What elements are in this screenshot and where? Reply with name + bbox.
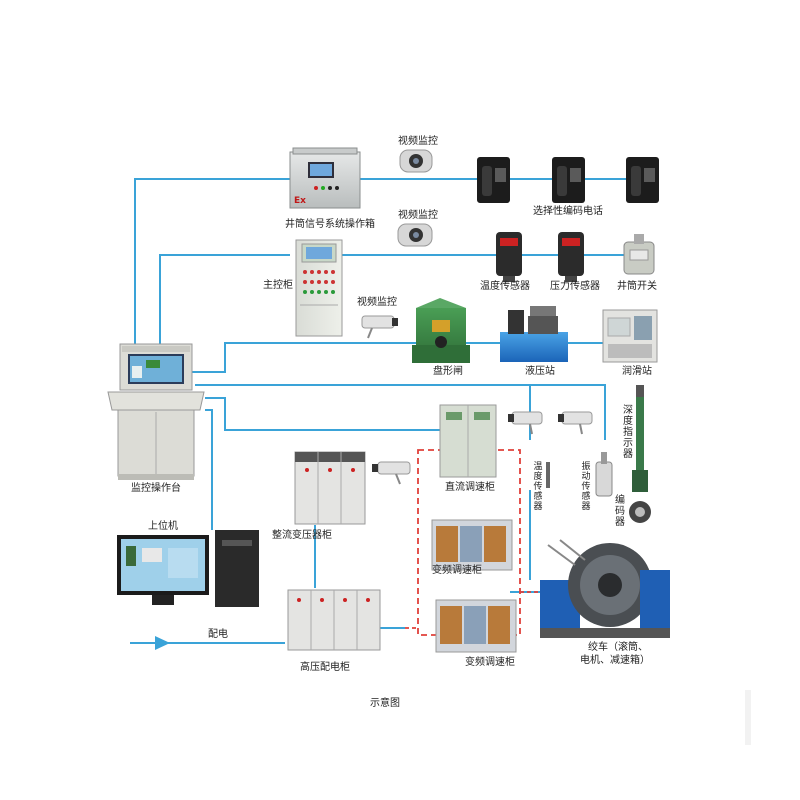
- label-dc-speed-cabinet: 直流调速柜: [445, 482, 495, 493]
- camera-bullet-4: [558, 411, 593, 435]
- camera-dome-1: [399, 149, 433, 173]
- shaft-signal-box: Ex: [289, 147, 361, 209]
- encoder-device: [629, 501, 651, 523]
- lube-station-device: [602, 309, 658, 363]
- caption: 示意图: [370, 698, 400, 709]
- power-arrow: [155, 636, 170, 650]
- dc-speed-cabinet-device: [439, 404, 497, 478]
- label-depth-indicator: 深度指示器: [623, 405, 633, 460]
- vfd-cabinet-2-device: [435, 599, 517, 653]
- label-shaft-switch: 井筒开关: [617, 281, 657, 292]
- phone-2: [552, 157, 585, 203]
- label-selective-phone: 选择性编码电话: [533, 206, 603, 217]
- temp-sensor-probe: [546, 462, 550, 488]
- vibration-sensor-probe: [595, 452, 613, 497]
- label-temp-sensor: 温度传感器: [480, 281, 530, 292]
- camera-dome-2: [397, 223, 433, 247]
- label-vibration-sensor-vertical: 振动传感器: [581, 462, 591, 512]
- label-winch-line1: 绞车（滚筒、: [588, 642, 648, 653]
- pressure-sensor-device: [558, 232, 584, 282]
- camera-bullet-1: [361, 315, 398, 339]
- hydraulic-station-device: [500, 306, 568, 362]
- disc-brake-device: [412, 298, 470, 363]
- label-monitor-console: 监控操作台: [131, 483, 181, 494]
- label-pressure-sensor: 压力传感器: [550, 281, 600, 292]
- label-encoder: 编码器: [615, 495, 625, 528]
- svg-text:Ex: Ex: [294, 196, 306, 206]
- label-video-monitor-3: 视频监控: [357, 297, 397, 308]
- label-video-monitor-2: 视频监控: [398, 210, 438, 221]
- label-temp-sensor-vertical: 温度传感器: [533, 462, 543, 512]
- label-lube-station: 润滑站: [622, 366, 652, 377]
- label-main-cabinet: 主控柜: [263, 280, 293, 291]
- label-rectifier-transformer: 整流变压器柜: [272, 530, 332, 541]
- label-host-computer: 上位机: [148, 521, 178, 532]
- label-hv-distribution: 高压配电柜: [300, 662, 350, 673]
- phone-1: [477, 157, 510, 203]
- label-power-supply: 配电: [208, 629, 228, 640]
- camera-bullet-3: [508, 411, 543, 435]
- vfd-cabinet-1-device: [431, 519, 513, 571]
- label-hydraulic-station: 液压站: [525, 366, 555, 377]
- rectifier-cabinet-device: [294, 451, 366, 525]
- monitor-console-device: [107, 343, 205, 480]
- phone-3: [626, 157, 659, 203]
- depth-indicator-device: [632, 385, 648, 492]
- label-winch-line2: 电机、减速箱）: [580, 655, 650, 666]
- shaft-switch-device: [623, 234, 655, 275]
- winch-device: [540, 539, 670, 638]
- host-computer-device: [117, 530, 259, 607]
- camera-bullet-2: [372, 461, 411, 485]
- main-control-cabinet: [295, 239, 343, 337]
- label-disc-brake: 盘形闸: [433, 366, 463, 377]
- label-vfd-cabinet-2: 变频调速柜: [465, 657, 515, 668]
- label-shaft-signal-box: 井筒信号系统操作箱: [285, 219, 375, 230]
- hv-distribution-device: [287, 589, 381, 651]
- temp-sensor-device: [496, 232, 522, 282]
- label-vfd-cabinet-1: 变频调速柜: [432, 565, 482, 576]
- label-video-monitor-1: 视频监控: [398, 136, 438, 147]
